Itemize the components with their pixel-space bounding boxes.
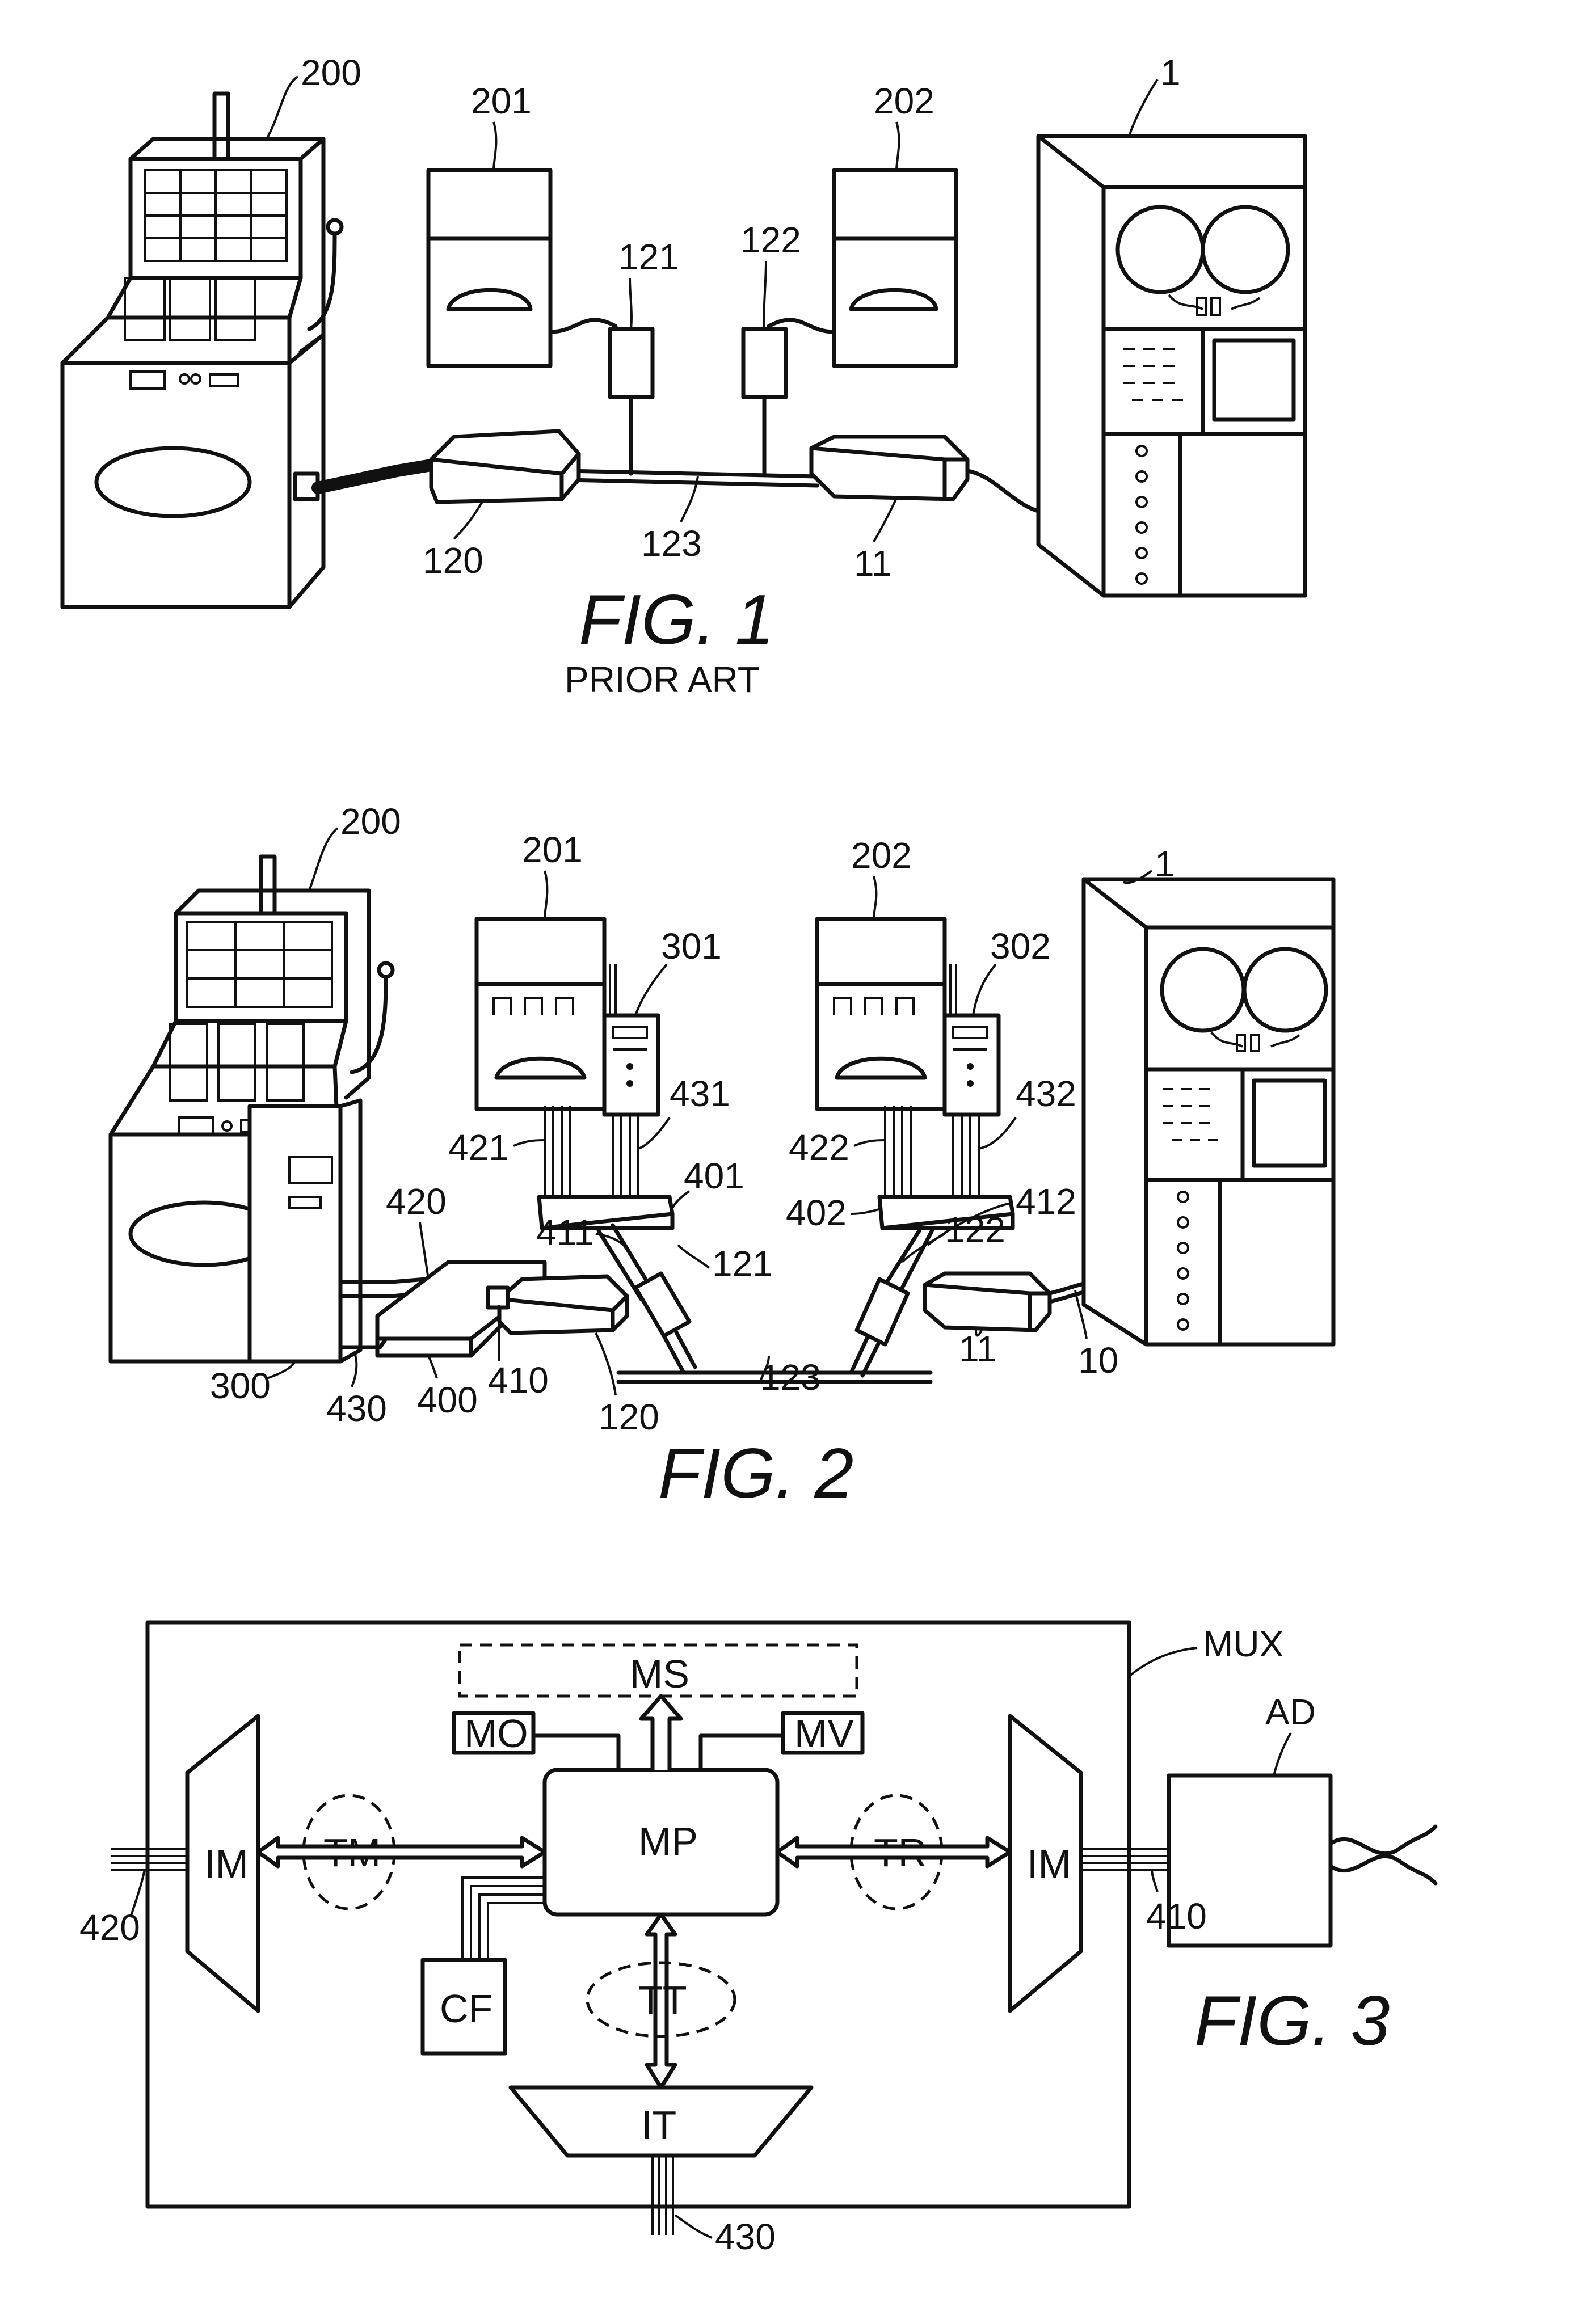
ref-mux: MUX — [1203, 1623, 1283, 1664]
block-ad-label: AD — [1265, 1692, 1316, 1732]
ref-1: 1 — [1155, 843, 1175, 884]
ref-121: 121 — [618, 237, 679, 277]
device-201 — [477, 919, 658, 1115]
ref-421: 421 — [448, 1127, 509, 1168]
ref-401: 401 — [684, 1155, 744, 1196]
ref-11: 11 — [854, 543, 891, 584]
figure-3: MUX MS MO MV MP IM IM TM TR TT — [79, 1622, 1436, 2257]
ref-202: 202 — [874, 81, 934, 121]
ref-402: 402 — [786, 1192, 847, 1233]
module-120 — [431, 431, 579, 502]
ref-422: 422 — [789, 1127, 849, 1168]
ref-201: 201 — [522, 829, 583, 870]
block-it-label: IT — [641, 2103, 676, 2147]
figure-2: 200 201 202 1 301 302 431 432 421 422 40… — [111, 801, 1333, 1513]
module-11 — [811, 437, 967, 499]
ref-120: 120 — [423, 540, 483, 581]
figure-3-caption: FIG. 3 — [1194, 1982, 1390, 2060]
figure-1-subcaption: PRIOR ART — [565, 659, 760, 700]
slot-machine-200 — [62, 94, 342, 607]
ref-122: 122 — [945, 1209, 1005, 1250]
block-mo-label: MO — [464, 1711, 528, 1756]
ref-431: 431 — [670, 1073, 730, 1114]
device-202 — [769, 170, 956, 366]
adapter-121 — [610, 329, 653, 397]
adapter-122 — [857, 1279, 908, 1344]
ref-200: 200 — [340, 801, 401, 842]
block-tt-label-overlay: TT — [638, 1978, 687, 2022]
figure-2-caption: FIG. 2 — [658, 1435, 854, 1513]
block-mp-label: MP — [638, 1819, 698, 1863]
figure-1-caption: FIG. 1 — [579, 581, 774, 659]
ref-201: 201 — [471, 81, 532, 121]
block-cf-label: CF — [440, 1986, 492, 2031]
block-im-right-label: IM — [1027, 1842, 1071, 1886]
device-201 — [428, 170, 616, 366]
ref-120: 120 — [599, 1397, 659, 1437]
ref-121: 121 — [712, 1243, 773, 1284]
module-11 — [925, 1273, 1050, 1330]
ref-430: 430 — [715, 2216, 776, 2257]
figure-1: 200 201 202 1 121 122 120 123 11 FIG. 1 … — [62, 52, 1305, 700]
device-202 — [817, 919, 999, 1115]
ref-123: 123 — [760, 1357, 821, 1398]
ref-200: 200 — [301, 52, 361, 93]
block-ms-label: MS — [630, 1652, 689, 1696]
ref-302: 302 — [990, 926, 1051, 967]
ref-301: 301 — [661, 926, 722, 967]
ref-430: 430 — [326, 1388, 387, 1429]
host-computer-1 — [1084, 879, 1333, 1344]
ref-300: 300 — [210, 1365, 271, 1406]
ref-410: 410 — [488, 1360, 549, 1401]
ref-412: 412 — [1016, 1181, 1076, 1222]
ref-400: 400 — [417, 1380, 478, 1420]
host-computer-1 — [1038, 136, 1305, 596]
ref-10: 10 — [1078, 1340, 1118, 1381]
ref-1: 1 — [1160, 52, 1181, 93]
block-mv-label: MV — [794, 1711, 854, 1756]
ref-432: 432 — [1016, 1073, 1076, 1114]
ref-411: 411 — [536, 1212, 594, 1253]
slot-machine-200 — [111, 857, 393, 1361]
ref-410: 410 — [1146, 1896, 1207, 1937]
adapter-121 — [635, 1273, 689, 1336]
ref-122: 122 — [740, 220, 801, 260]
ref-420: 420 — [386, 1181, 447, 1222]
ref-123: 123 — [641, 523, 702, 564]
adapter-122 — [743, 329, 786, 397]
block-im-left-label: IM — [204, 1842, 249, 1886]
ref-202: 202 — [851, 835, 912, 876]
